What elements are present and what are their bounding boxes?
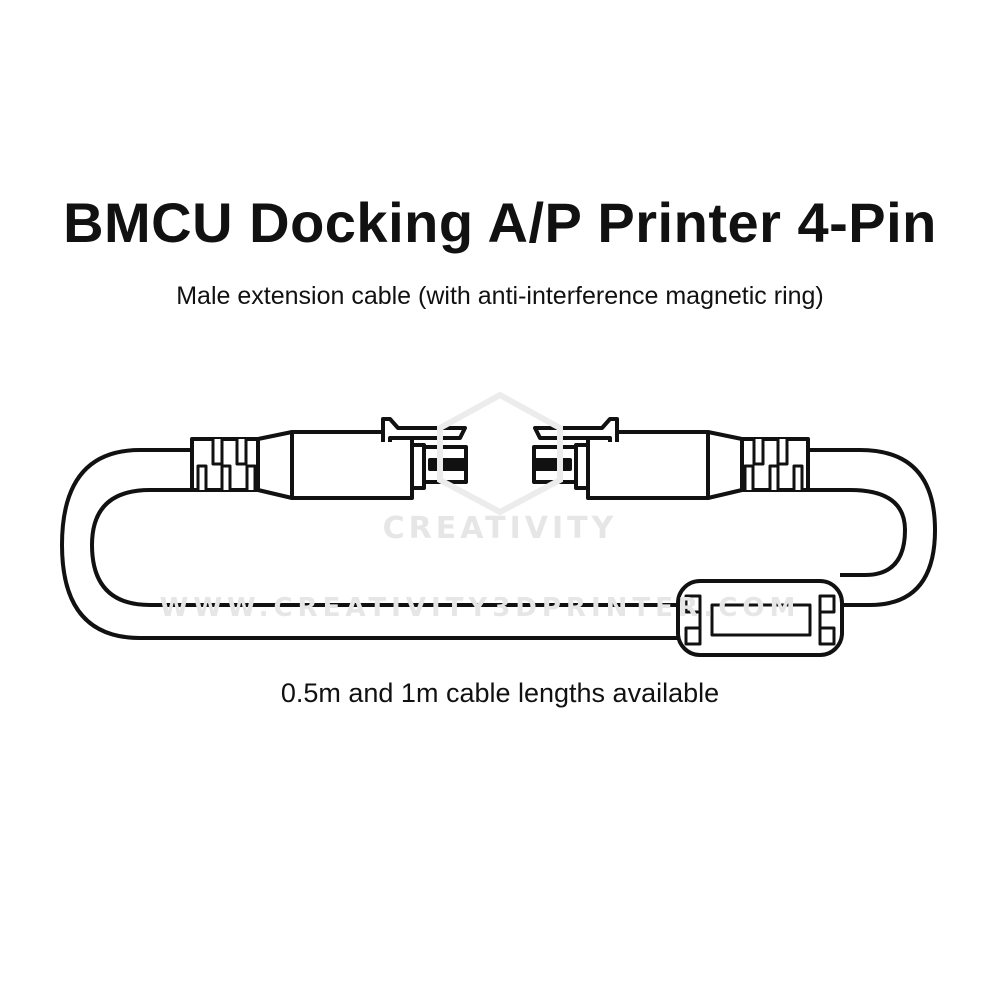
cable-right-outer [795,448,937,607]
watermark-brand: CREATIVITY [383,511,618,546]
subtitle: Male extension cable (with anti-interfer… [176,282,824,310]
right-connector [532,417,810,500]
left-connector [190,417,468,500]
page-title: BMCU Docking A/P Printer 4-Pin [63,191,937,254]
cable-inner [90,488,680,607]
cable-right-inner [795,488,907,577]
caption: 0.5m and 1m cable lengths available [280,678,720,708]
watermark-logo-icon [437,391,563,516]
cable-outer [60,448,680,640]
watermark: CREATIVITY WWW.CREATIVITY3DPRINTER.COM [160,391,801,623]
watermark-url: WWW.CREATIVITY3DPRINTER.COM [160,593,801,623]
magnetic-ring [676,579,844,657]
